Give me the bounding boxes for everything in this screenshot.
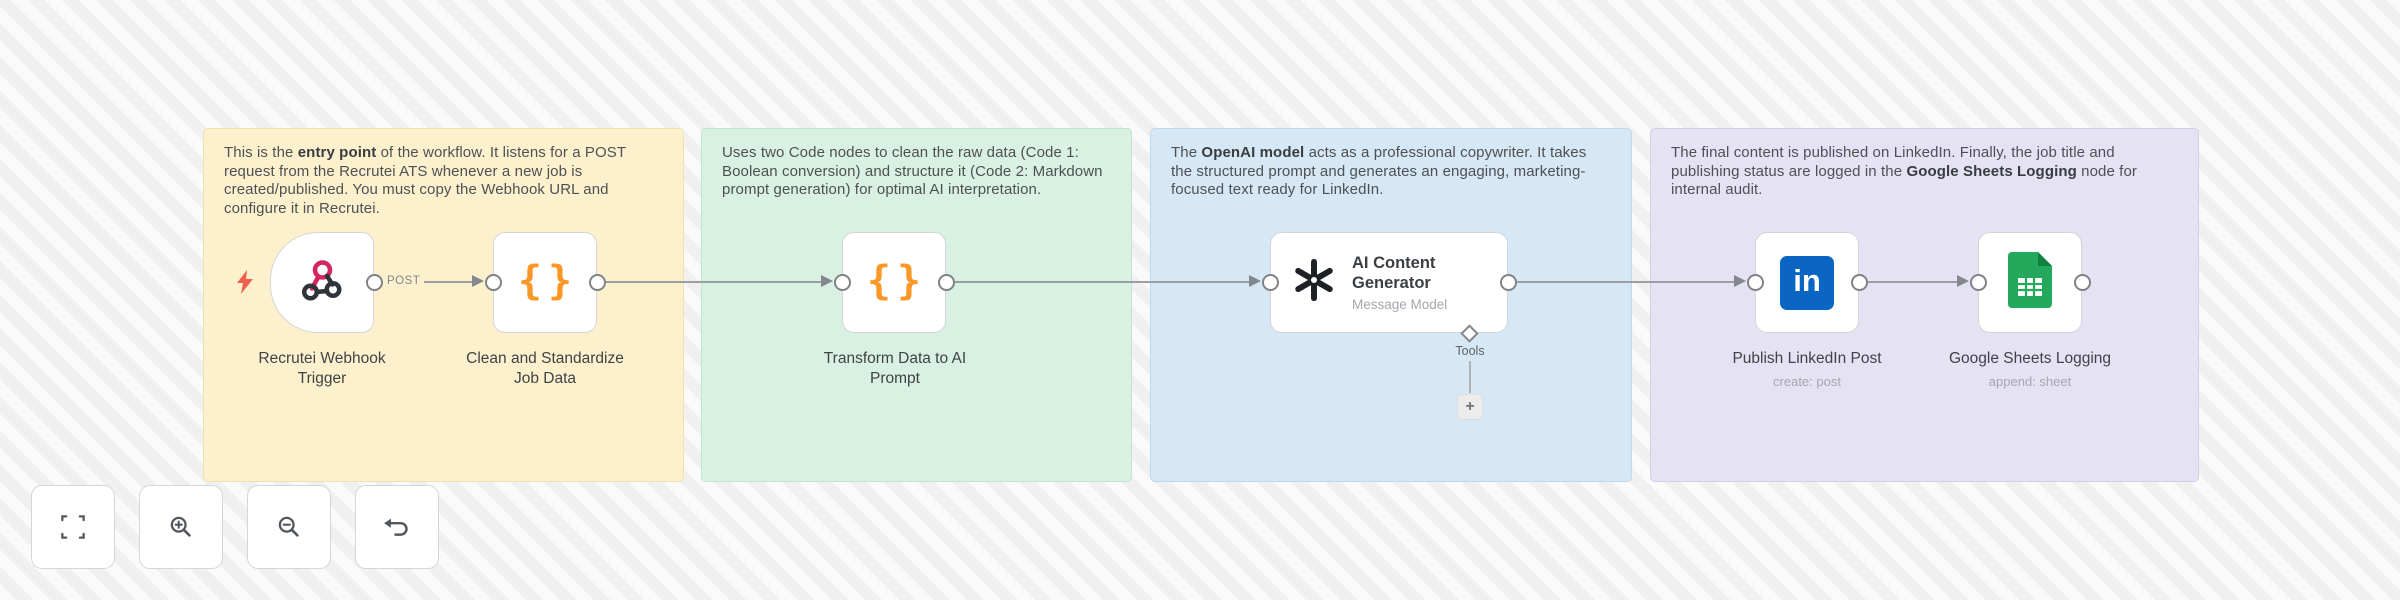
node-ai-content-generator[interactable]: AI Content Generator Message Model <box>1270 232 1508 333</box>
ai-tools-wire <box>1469 361 1471 393</box>
node-clean-and-standardize-job-data[interactable]: {} <box>493 232 597 333</box>
connection-arrowhead <box>1734 275 1746 287</box>
connection-code2-ai[interactable] <box>955 281 1250 283</box>
output-port-code2[interactable] <box>938 274 955 291</box>
ai-node-subtitle: Message Model <box>1352 297 1448 312</box>
input-port-code2[interactable] <box>834 274 851 291</box>
webhook-icon <box>297 255 347 310</box>
webhook-method-label: POST <box>387 275 421 287</box>
input-port-sheets[interactable] <box>1970 274 1987 291</box>
connection-arrowhead <box>472 275 484 287</box>
zoom-to-fit-button[interactable] <box>31 485 115 569</box>
add-tool-button[interactable]: + <box>1457 394 1483 420</box>
node-google-sheets-logging[interactable] <box>1978 232 2082 333</box>
canvas-controls <box>31 485 439 569</box>
node-operation-sheets: append: sheet <box>1988 373 2072 389</box>
node-transform-data-to-ai-prompt[interactable]: {} <box>842 232 946 333</box>
zoom-out-icon <box>270 508 308 546</box>
sticky-note-publish[interactable]: The final content is published on Linked… <box>1650 128 2199 482</box>
code-icon: {} <box>517 257 579 304</box>
zoom-out-button[interactable] <box>247 485 331 569</box>
linkedin-icon: in <box>1780 255 1834 310</box>
sticky-note-code-text: Uses two Code nodes to clean the raw dat… <box>722 144 1103 199</box>
node-label-code1: Clean and Standardize Job Data <box>466 350 624 387</box>
input-port-linkedin[interactable] <box>1747 274 1764 291</box>
zoom-to-fit-icon <box>54 508 92 546</box>
sticky-note-openai-text: The OpenAI model acts as a professional … <box>1171 144 1587 199</box>
connection-arrowhead <box>1249 275 1261 287</box>
undo-icon <box>378 508 416 546</box>
node-publish-linkedin-post[interactable]: in <box>1755 232 1859 333</box>
zoom-in-button[interactable] <box>139 485 223 569</box>
output-port-sheets[interactable] <box>2074 274 2091 291</box>
node-operation-linkedin: create: post <box>1773 373 1841 389</box>
connection-ai-linkedin[interactable] <box>1517 281 1735 283</box>
openai-icon <box>1291 257 1337 308</box>
connection-webhook-code1[interactable] <box>424 281 472 283</box>
connection-linkedin-sheets[interactable] <box>1868 281 1958 283</box>
sticky-note-webhook-text: This is the entry point of the workflow.… <box>224 144 626 217</box>
google-sheets-icon <box>2008 252 2052 313</box>
output-port-webhook[interactable] <box>366 274 383 291</box>
node-label-webhook: Recrutei Webhook Trigger <box>258 350 386 387</box>
input-port-code1[interactable] <box>485 274 502 291</box>
node-label-linkedin: Publish LinkedIn Post create: post <box>1697 349 1917 391</box>
output-port-ai[interactable] <box>1500 274 1517 291</box>
zoom-in-icon <box>162 508 200 546</box>
node-recrutei-webhook-trigger[interactable] <box>270 232 374 333</box>
undo-button[interactable] <box>355 485 439 569</box>
input-port-ai[interactable] <box>1262 274 1279 291</box>
ai-node-title: AI Content Generator <box>1352 254 1436 292</box>
node-label-code2: Transform Data to AI Prompt <box>823 350 967 387</box>
connection-code1-code2[interactable] <box>606 281 822 283</box>
ai-tools-label: Tools <box>1455 344 1485 358</box>
sticky-note-publish-text: The final content is published on Linked… <box>1671 144 2137 199</box>
connection-arrowhead <box>1957 275 1969 287</box>
output-port-code1[interactable] <box>589 274 606 291</box>
code-icon: {} <box>866 257 928 304</box>
node-label-sheets: Google Sheets Logging append: sheet <box>1920 349 2140 391</box>
output-port-linkedin[interactable] <box>1851 274 1868 291</box>
lightning-trigger-icon <box>234 269 256 300</box>
connection-arrowhead <box>821 275 833 287</box>
